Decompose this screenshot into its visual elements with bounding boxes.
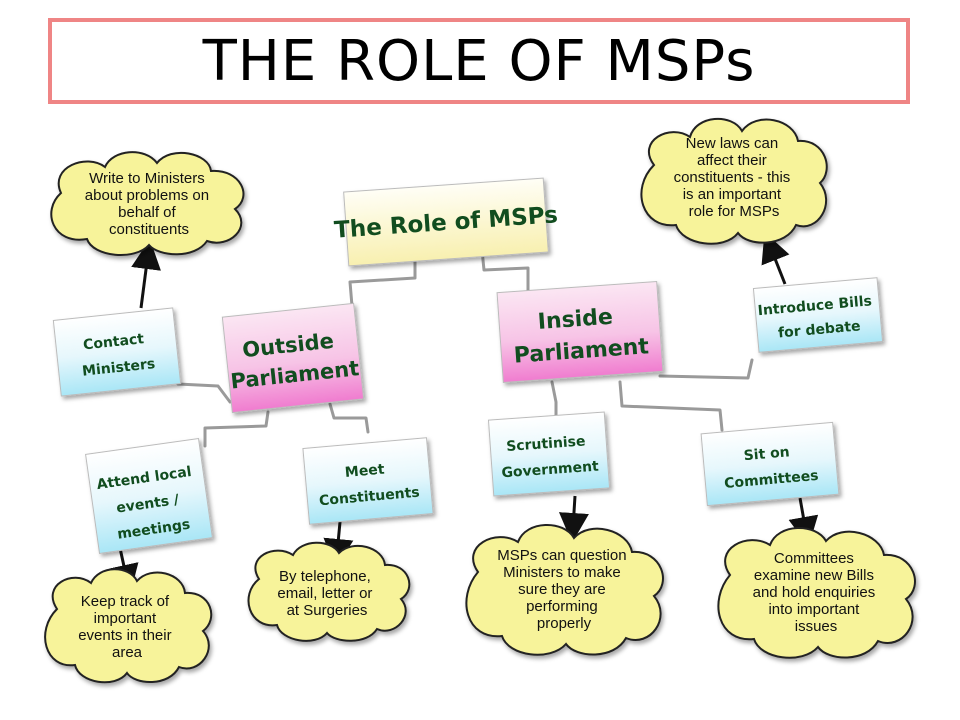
node-contact-ministers: Contact Ministers <box>52 307 182 397</box>
node-inside-parliament: Inside Parliament <box>496 280 664 384</box>
svg-text:Write to Ministers about: Write to Ministers about problems on beh… <box>85 170 213 238</box>
arrow-scrutinise-question <box>558 495 589 543</box>
svg-text:New laws can affect thei: New laws can affect their constituents -… <box>674 135 795 220</box>
connectors <box>176 248 754 448</box>
cloud-write-to-ministers: Write to Ministers about problems on beh… <box>50 151 245 256</box>
cloud-msps-question: MSPs can question Ministers to make sure… <box>465 524 664 656</box>
svg-text:Contact Ministers: Contact Ministers <box>79 330 156 379</box>
node-attend-local-events: Attend local events / meetings <box>85 437 213 555</box>
arrow-sit-committees <box>788 497 819 547</box>
arrow-introduce-newlaws <box>761 232 790 285</box>
svg-text:Committees examine new B: Committees examine new Bills and hold en… <box>753 550 880 635</box>
cloud-by-telephone: By telephone, email, letter or at Surger… <box>247 541 411 642</box>
cloud-new-laws: New laws can affect their constituents -… <box>640 117 828 245</box>
node-scrutinise-government: Scrutinise Government <box>487 411 611 497</box>
arrow-contact-write <box>131 239 161 309</box>
svg-text:Scrutinise Government: Scrutinise Government <box>499 433 599 482</box>
connector-root-inside <box>480 248 530 292</box>
node-root: The Role of MSPs <box>333 177 559 267</box>
connector-outside-meet <box>328 402 370 434</box>
node-meet-constituents: Meet Constituents <box>302 437 434 525</box>
cloud-committees-examine: Committees examine new Bills and hold en… <box>717 527 916 659</box>
page-title: THE ROLE OF MSPs <box>202 28 756 94</box>
arrows <box>109 232 819 595</box>
connector-root-outside <box>348 256 417 308</box>
connector-outside-attend <box>203 410 270 448</box>
node-outside-parliament: Outside Parliament <box>221 302 365 414</box>
title-box: THE ROLE OF MSPs <box>48 18 910 104</box>
svg-text:By telephone, email, let: By telephone, email, letter or at Surger… <box>277 568 376 619</box>
node-introduce-bills: Introduce Bills for debate <box>752 277 884 353</box>
connector-inside-scrutinise <box>550 380 558 418</box>
connector-outside-contact <box>176 382 232 404</box>
connector-inside-sit <box>618 380 724 432</box>
cloud-keep-track: Keep track of important events in their … <box>44 568 213 684</box>
node-sit-on-committees: Sit on Committees <box>700 421 840 507</box>
svg-text:Keep track of important: Keep track of important events in their … <box>78 593 176 661</box>
svg-text:MSPs can question Minist: MSPs can question Ministers to make sure… <box>497 547 630 632</box>
connector-inside-introduce <box>658 358 754 380</box>
arrow-meet-tel <box>323 521 354 569</box>
